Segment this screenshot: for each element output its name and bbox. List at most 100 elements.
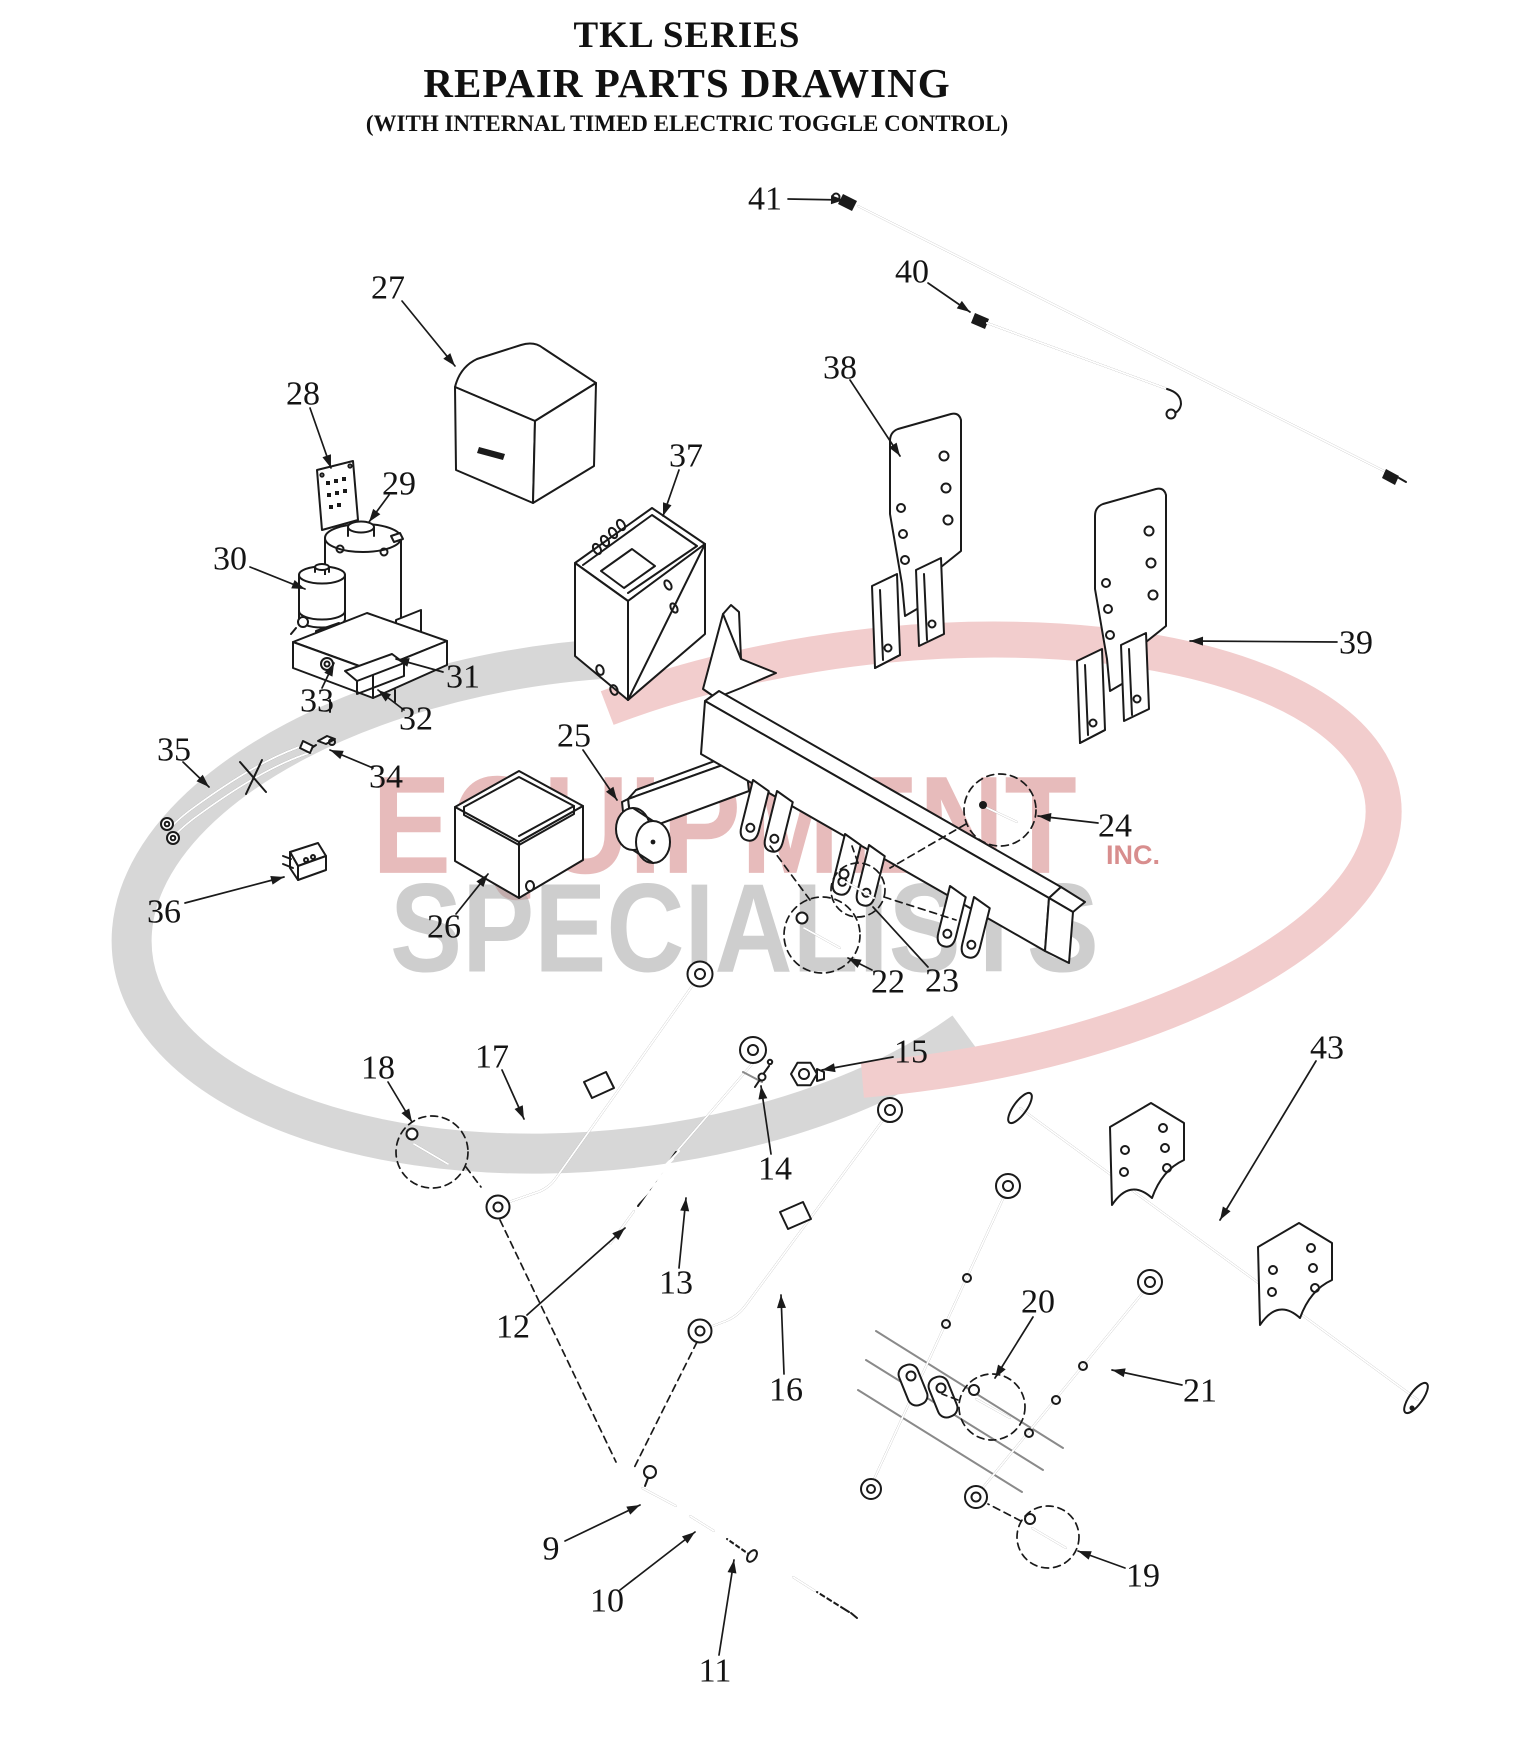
- part-24-pin: [979, 801, 1018, 823]
- callout-arrowhead: [1038, 813, 1052, 822]
- callout-arrowhead: [291, 579, 305, 589]
- callout-leader-line: [564, 1504, 641, 1542]
- callout-arrowhead: [443, 353, 455, 366]
- tube-gusset-plate: [1109, 1102, 1185, 1206]
- callout-leader-line: [1219, 1060, 1317, 1221]
- callout-number-24: 24: [1098, 808, 1132, 845]
- callout-number-41: 41: [748, 181, 782, 218]
- frame-clevis-ears: [897, 1363, 959, 1419]
- part-17-arm: [485, 960, 714, 1220]
- callout-leader-line: [401, 300, 456, 367]
- callout-number-39: 39: [1339, 625, 1373, 662]
- callout-arrowhead: [1078, 1551, 1092, 1560]
- callout-17: 17: [475, 1039, 525, 1120]
- callout-arrowhead: [401, 1108, 412, 1122]
- callout-number-25: 25: [557, 718, 591, 755]
- callout-21: 21: [1111, 1368, 1217, 1410]
- callout-leader-line: [718, 1559, 735, 1656]
- callout-arrowhead: [605, 786, 617, 800]
- part-27-cover: [454, 342, 597, 504]
- callout-22: 22: [847, 957, 905, 1001]
- part-21-arm: [964, 1269, 1163, 1509]
- callout-40: 40: [895, 254, 971, 313]
- dashed-assembly-line: [987, 1503, 1022, 1522]
- callout-arrowhead: [889, 442, 900, 456]
- dashed-assembly-line: [499, 1219, 617, 1463]
- title-subtitle: (WITH INTERNAL TIMED ELECTRIC TOGGLE CON…: [365, 111, 1009, 136]
- callout-number-29: 29: [382, 466, 416, 503]
- callout-number-20: 20: [1021, 1284, 1055, 1321]
- callout-38: 38: [823, 350, 901, 457]
- callout-arrowhead: [514, 1105, 524, 1119]
- callout-number-17: 17: [475, 1039, 509, 1076]
- callout-12: 12: [496, 1227, 626, 1346]
- callout-9: 9: [543, 1504, 641, 1568]
- callout-number-22: 22: [871, 964, 905, 1001]
- part-11-spring: [722, 1531, 758, 1564]
- callout-number-38: 38: [823, 350, 857, 387]
- part-10-pin: [689, 1515, 715, 1532]
- callout-arrowhead: [369, 508, 381, 522]
- callout-35: 35: [157, 732, 210, 788]
- callout-number-9: 9: [543, 1531, 560, 1568]
- part-39-plate: [1076, 487, 1167, 744]
- callout-13: 13: [659, 1197, 693, 1302]
- callout-arrowhead: [1220, 1206, 1231, 1220]
- callout-leader-line: [1189, 640, 1338, 643]
- callout-arrowhead: [612, 1228, 625, 1240]
- part-38-plate: [871, 412, 962, 669]
- callout-leader-line: [849, 379, 901, 457]
- callout-number-30: 30: [213, 541, 247, 578]
- callout-number-19: 19: [1126, 1558, 1160, 1595]
- part-19-pin: [1024, 1513, 1067, 1549]
- callout-arrowhead: [330, 750, 344, 760]
- callout-20: 20: [994, 1284, 1055, 1379]
- callout-number-34: 34: [369, 759, 403, 796]
- callout-arrowhead: [270, 875, 284, 885]
- callout-arrowhead: [956, 300, 970, 312]
- callout-number-13: 13: [659, 1265, 693, 1302]
- tube-gusset-plate: [1257, 1222, 1333, 1326]
- part-9-clevis-pin: [641, 1465, 677, 1507]
- callout-leader-line: [872, 906, 929, 968]
- callout-arrowhead: [995, 1364, 1006, 1378]
- part-36-connector: [282, 842, 327, 881]
- callout-37: 37: [662, 438, 703, 517]
- callout-arrowhead: [758, 1086, 768, 1100]
- callout-number-35: 35: [157, 732, 191, 769]
- dashed-assembly-line: [465, 1166, 482, 1188]
- callout-27: 27: [371, 270, 456, 367]
- part-40-hose: [971, 313, 1182, 420]
- dashed-assembly-line: [769, 845, 811, 901]
- callout-19: 19: [1077, 1550, 1160, 1595]
- callout-number-33: 33: [300, 683, 334, 720]
- part-14-bleeder-fitting: [754, 1058, 774, 1088]
- callout-15: 15: [821, 1034, 928, 1073]
- callout-number-28: 28: [286, 376, 320, 413]
- callout-arrowhead: [663, 502, 672, 516]
- dashed-detail-circle: [1016, 1505, 1080, 1569]
- callout-14: 14: [758, 1085, 792, 1188]
- lift-frame-assembly: [857, 1173, 1163, 1509]
- callout-number-31: 31: [446, 659, 480, 696]
- part-20-pin: [968, 1384, 1011, 1419]
- title-series: TKL SERIES: [573, 15, 801, 56]
- callout-number-26: 26: [427, 909, 461, 946]
- callout-24: 24: [1037, 808, 1132, 845]
- callout-leader-line: [619, 1531, 696, 1591]
- callout-number-15: 15: [894, 1034, 928, 1071]
- callout-arrowhead: [626, 1505, 640, 1515]
- callout-number-43: 43: [1310, 1030, 1344, 1067]
- part-26-box: [454, 770, 584, 899]
- callout-41: 41: [748, 181, 845, 218]
- callout-number-11: 11: [699, 1653, 732, 1690]
- callout-32: 32: [377, 689, 433, 738]
- callout-arrowhead: [776, 1295, 786, 1309]
- callout-number-12: 12: [496, 1309, 530, 1346]
- callout-arrowhead: [681, 1532, 695, 1544]
- callout-number-36: 36: [147, 894, 181, 931]
- callout-30: 30: [213, 541, 306, 590]
- dashed-assembly-line: [632, 1341, 698, 1471]
- dashed-detail-circle: [783, 896, 861, 974]
- dashed-assembly-line: [941, 1393, 959, 1401]
